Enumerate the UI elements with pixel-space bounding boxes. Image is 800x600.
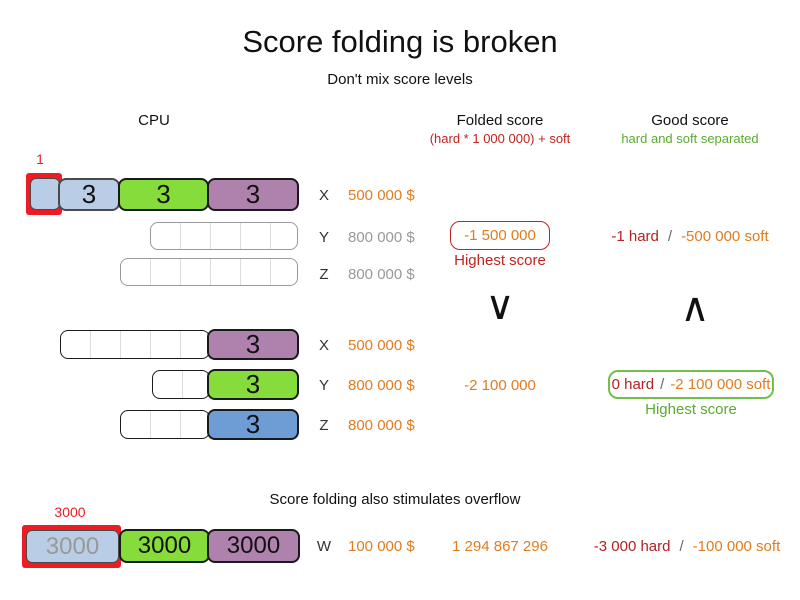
score-slash: / — [667, 228, 673, 245]
money-label: 800 000 $ — [348, 266, 415, 283]
cpu-bar-empty — [150, 222, 298, 250]
score-slash: / — [660, 376, 665, 393]
annotation-one: 1 — [36, 151, 44, 167]
cpu-bar-empty — [152, 370, 210, 399]
good-score-line: -1 hard / -500 000 soft — [580, 228, 800, 245]
cpu-bar-empty — [120, 258, 298, 286]
highlight-box: 3000 — [22, 525, 121, 568]
cpu-block-green: 3 — [118, 178, 209, 211]
cpu-block-lightblue: 3 — [58, 178, 120, 211]
column-subheader-folded-score: (hard * 1 000 000) + soft — [429, 131, 571, 146]
good-score-hard: -1 hard — [611, 228, 659, 245]
column-subheader-good-score: hard and soft separated — [621, 131, 759, 146]
cpu-block-purple: 3 — [207, 178, 299, 211]
annotation-3000: 3000 — [54, 504, 86, 520]
cpu-block-highlighted — [30, 178, 60, 210]
money-label: 800 000 $ — [348, 417, 415, 434]
cpu-block-purple: 3 — [207, 329, 299, 360]
folded-score-value: 1 294 867 296 — [452, 538, 548, 555]
cpu-block-highlighted: 3000 — [26, 530, 119, 563]
row-label-y: Y — [318, 229, 329, 246]
highest-score-note-good: Highest score — [645, 401, 737, 418]
folded-score-box: -1 500 000 — [450, 221, 550, 250]
cpu-block-green: 3 — [207, 369, 299, 400]
good-score-soft: -500 000 soft — [681, 228, 769, 245]
page-subtitle: Don't mix score levels — [327, 71, 473, 88]
cpu-block-green: 3000 — [119, 529, 210, 563]
cpu-block-purple: 3000 — [207, 529, 300, 563]
overflow-caption: Score folding also stimulates overflow — [269, 491, 521, 508]
score-slash: / — [679, 538, 684, 555]
good-score-line: -3 000 hard / -100 000 soft — [577, 538, 797, 555]
greater-than-symbol: ∧ — [680, 286, 710, 330]
money-label: 500 000 $ — [348, 187, 415, 204]
good-score-soft: -2 100 000 soft — [670, 376, 771, 393]
good-score-hard: -3 000 hard — [593, 538, 671, 555]
row-label-w: W — [316, 538, 332, 555]
row-label-y: Y — [318, 377, 329, 394]
money-label: 800 000 $ — [348, 229, 415, 246]
cpu-bar-empty — [60, 330, 210, 359]
folded-score-value: -2 100 000 — [464, 377, 536, 394]
highlight-box — [26, 173, 62, 215]
cpu-block-blue: 3 — [207, 409, 299, 440]
column-header-cpu: CPU — [138, 112, 170, 129]
column-header-folded-score: Folded score — [456, 112, 544, 129]
money-label: 500 000 $ — [348, 337, 415, 354]
row-label-x: X — [318, 337, 329, 354]
row-label-x: X — [318, 187, 329, 204]
good-score-soft: -100 000 soft — [692, 538, 781, 555]
row-label-z: Z — [319, 266, 329, 283]
good-score-box: 0 hard / -2 100 000 soft — [608, 370, 774, 399]
less-than-symbol: ∨ — [485, 284, 515, 328]
cpu-bar-empty — [120, 410, 210, 439]
good-score-hard: 0 hard — [611, 376, 655, 393]
highest-score-note-folded: Highest score — [454, 252, 546, 269]
money-label: 100 000 $ — [348, 538, 415, 555]
money-label: 800 000 $ — [348, 377, 415, 394]
page-title: Score folding is broken — [242, 24, 558, 59]
column-header-good-score: Good score — [651, 112, 729, 129]
row-label-z: Z — [319, 417, 329, 434]
